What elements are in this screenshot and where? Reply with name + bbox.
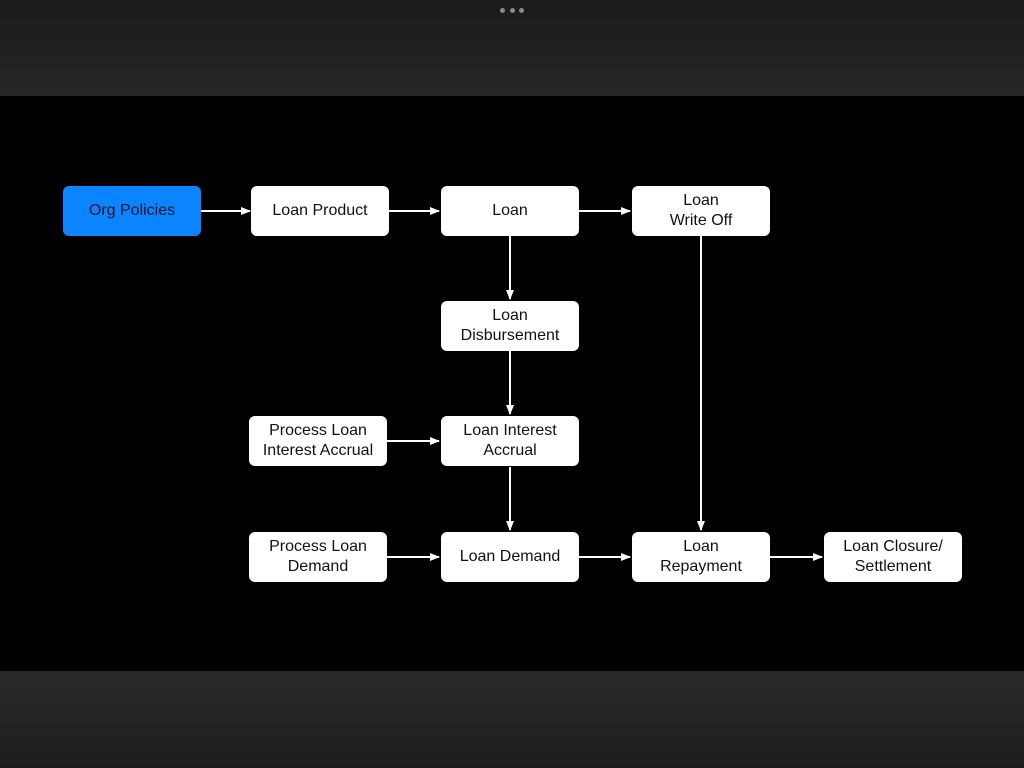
node-org-policies[interactable]: Org Policies <box>63 186 201 236</box>
node-loan-repayment[interactable]: Loan Repayment <box>632 532 770 582</box>
node-loan-closure-settlement[interactable]: Loan Closure/ Settlement <box>824 532 962 582</box>
diagram-canvas: Org Policies Loan Product Loan Loan Writ… <box>0 96 1024 671</box>
node-loan-product[interactable]: Loan Product <box>251 186 389 236</box>
top-bar <box>0 0 1024 96</box>
node-loan-write-off[interactable]: Loan Write Off <box>632 186 770 236</box>
node-process-loan-demand[interactable]: Process Loan Demand <box>249 532 387 582</box>
node-loan-demand[interactable]: Loan Demand <box>441 532 579 582</box>
node-loan[interactable]: Loan <box>441 186 579 236</box>
more-dots-icon[interactable] <box>500 6 524 14</box>
node-loan-interest-accrual[interactable]: Loan Interest Accrual <box>441 416 579 466</box>
node-process-loan-interest-accrual[interactable]: Process Loan Interest Accrual <box>249 416 387 466</box>
connectors <box>200 207 823 561</box>
bottom-bar <box>0 671 1024 768</box>
node-loan-disbursement[interactable]: Loan Disbursement <box>441 301 579 351</box>
